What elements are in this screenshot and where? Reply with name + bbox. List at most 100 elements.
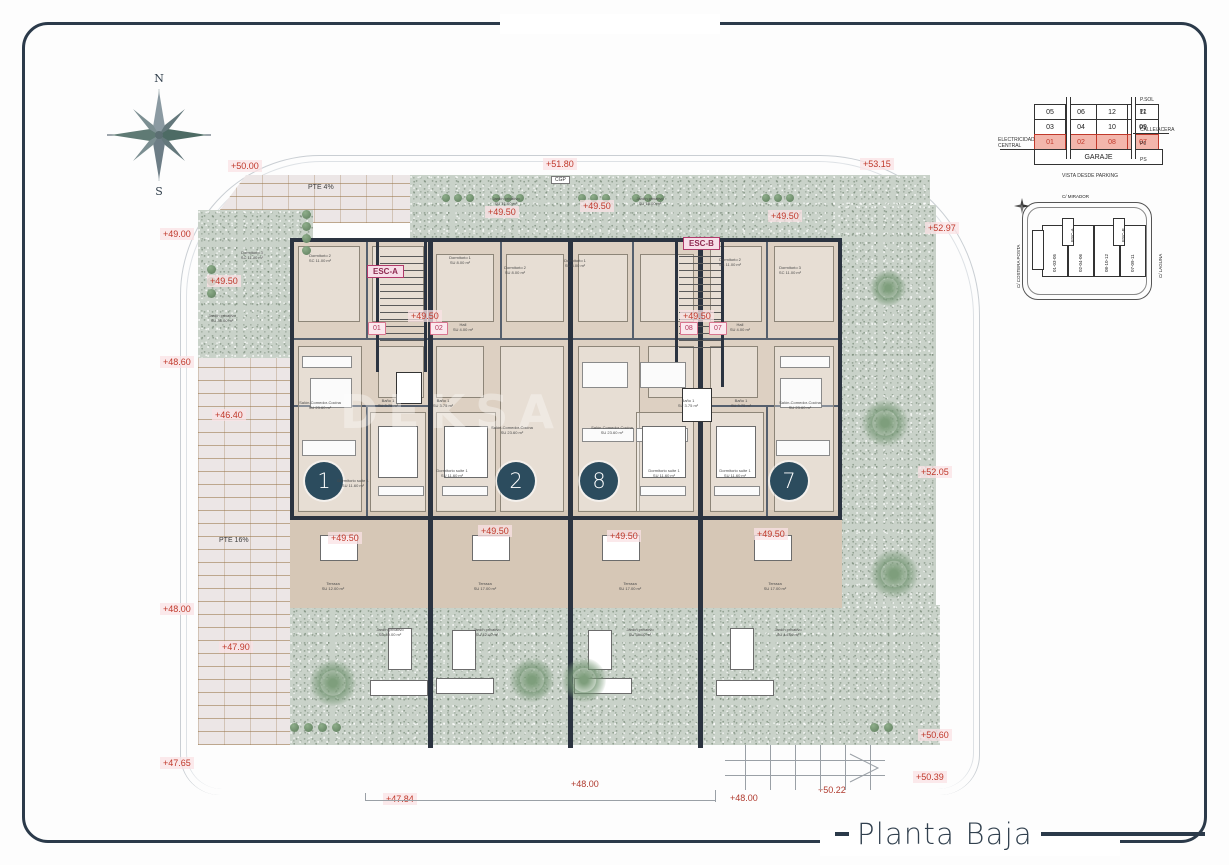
interior-wall-g — [366, 242, 368, 338]
exterior-stair-arrow — [849, 753, 880, 783]
elevation-left-4: +47.65 — [160, 757, 194, 769]
room-bedroom-3 — [436, 254, 494, 322]
shrub-bottom-b — [304, 723, 313, 732]
shrub-row-4c — [656, 194, 664, 202]
site-plan-label-top: C/ MIRADOR — [1062, 194, 1089, 199]
tree-garden-1 — [310, 660, 356, 706]
title-dash-left — [835, 832, 849, 836]
interior-wall-a — [294, 338, 428, 340]
exterior-stair-riser-1 — [745, 745, 746, 790]
stair-core-b-wall-left — [675, 242, 678, 387]
elevation-top-3: +53.15 — [860, 158, 894, 170]
section-cell-08: 08 — [1096, 134, 1128, 150]
elevation-left-1: +49.00 — [160, 228, 194, 240]
party-wall-3 — [698, 238, 703, 748]
stair-core-b-label: ESC-B — [683, 237, 720, 250]
exterior-stair-riser-6 — [870, 745, 871, 790]
shrub-row-4b — [644, 194, 652, 202]
bed-4 — [716, 426, 756, 478]
shrub-bottom-e — [870, 723, 879, 732]
slope-note-2: PTE 16% — [219, 537, 249, 544]
stair-core-a-label: ESC-A — [367, 265, 404, 278]
elevation-top-1: +50.00 — [228, 160, 262, 172]
shrub-row-1c — [466, 194, 474, 202]
shrub-row-3a — [578, 194, 586, 202]
tree-garden-3 — [562, 658, 606, 702]
site-core-a-label: ESC-A — [1070, 228, 1075, 242]
bed-3 — [642, 426, 686, 478]
garden-lounger-1 — [388, 628, 412, 670]
unit-marker-2: 2 — [497, 462, 535, 500]
stair-core-a-wall-left — [376, 242, 379, 372]
elevation-interior-1: +49.50 — [207, 275, 241, 287]
unit-badge-07: 07 — [709, 322, 727, 335]
section-floor-psol: P.SOL — [1140, 97, 1155, 103]
slope-note-1: PTE 4% — [308, 184, 334, 191]
shrub-row-4a — [632, 194, 640, 202]
garden-sofa-4 — [716, 680, 774, 696]
shrub-row-2c — [516, 194, 524, 202]
unit-marker-8: 8 — [580, 462, 618, 500]
site-plan-label-right: C/ LAGUNA — [1158, 253, 1163, 278]
room-bathroom-2 — [436, 346, 484, 398]
page-title: Planta Baja — [857, 817, 1033, 851]
section-ground-line — [1000, 149, 1038, 150]
interior-wall-l — [766, 405, 768, 516]
section-floor-p0: P0 — [1140, 141, 1147, 147]
section-cell-10: 10 — [1096, 119, 1128, 135]
unit-badge-08: 08 — [680, 322, 698, 335]
section-cell-01: 01 — [1034, 134, 1066, 150]
site-block-4-label: 07-09-11 — [1130, 254, 1135, 272]
shrub-row-1a — [442, 194, 450, 202]
section-street-line — [1133, 133, 1169, 134]
room-bedroom-8 — [774, 246, 834, 322]
section-caption: VISTA DESDE PARKING — [1062, 173, 1118, 179]
garden-lounger-4 — [730, 628, 754, 670]
elevation-right-4: +50.39 — [913, 771, 947, 783]
sheet-title-block: Planta Baja — [835, 810, 1205, 858]
dimension-line-bottom-1 — [365, 800, 715, 801]
unit-marker-1: 1 — [305, 462, 343, 500]
wardrobe-1 — [378, 486, 424, 496]
garden-sofa-1 — [370, 680, 428, 696]
exterior-stair-line-2 — [725, 775, 885, 776]
elevation-bottom-4: +50.22 — [818, 785, 846, 795]
shrub-planter-a — [302, 210, 311, 219]
terrace-band — [290, 510, 842, 608]
exterior-wall-top — [290, 238, 842, 242]
bed-2 — [444, 426, 488, 478]
compass-rose: N S — [103, 72, 215, 198]
interior-wall-d — [703, 338, 838, 340]
exterior-stair-line-1 — [725, 760, 885, 761]
unit-marker-2-label: 2 — [509, 469, 523, 493]
unit-badge-01: 01 — [368, 322, 386, 335]
legend-site-plan: C/ MIRADOR C/ COSTERA POSTA C/ LAGUNA 01… — [1000, 190, 1165, 310]
site-block-jog — [1032, 230, 1044, 270]
sheet-border-gap-top — [500, 14, 720, 34]
interior-wall-i — [632, 242, 634, 338]
garden-lounger-2 — [452, 630, 476, 670]
exterior-stair-riser-5 — [845, 745, 846, 790]
shrub-row-2a — [492, 194, 500, 202]
kitchen-counter-unit7 — [780, 356, 830, 368]
section-grid: 05 06 12 11 03 04 10 09 01 02 08 07 GARA… — [1034, 104, 1163, 165]
floor-plan-drawing: DEKSA — [170, 150, 980, 795]
interior-wall-b — [433, 338, 568, 340]
elevation-interior-12: +49.50 — [754, 528, 788, 540]
elevation-bottom-3: +48.00 — [730, 793, 758, 803]
sofa-unit2 — [582, 428, 634, 442]
